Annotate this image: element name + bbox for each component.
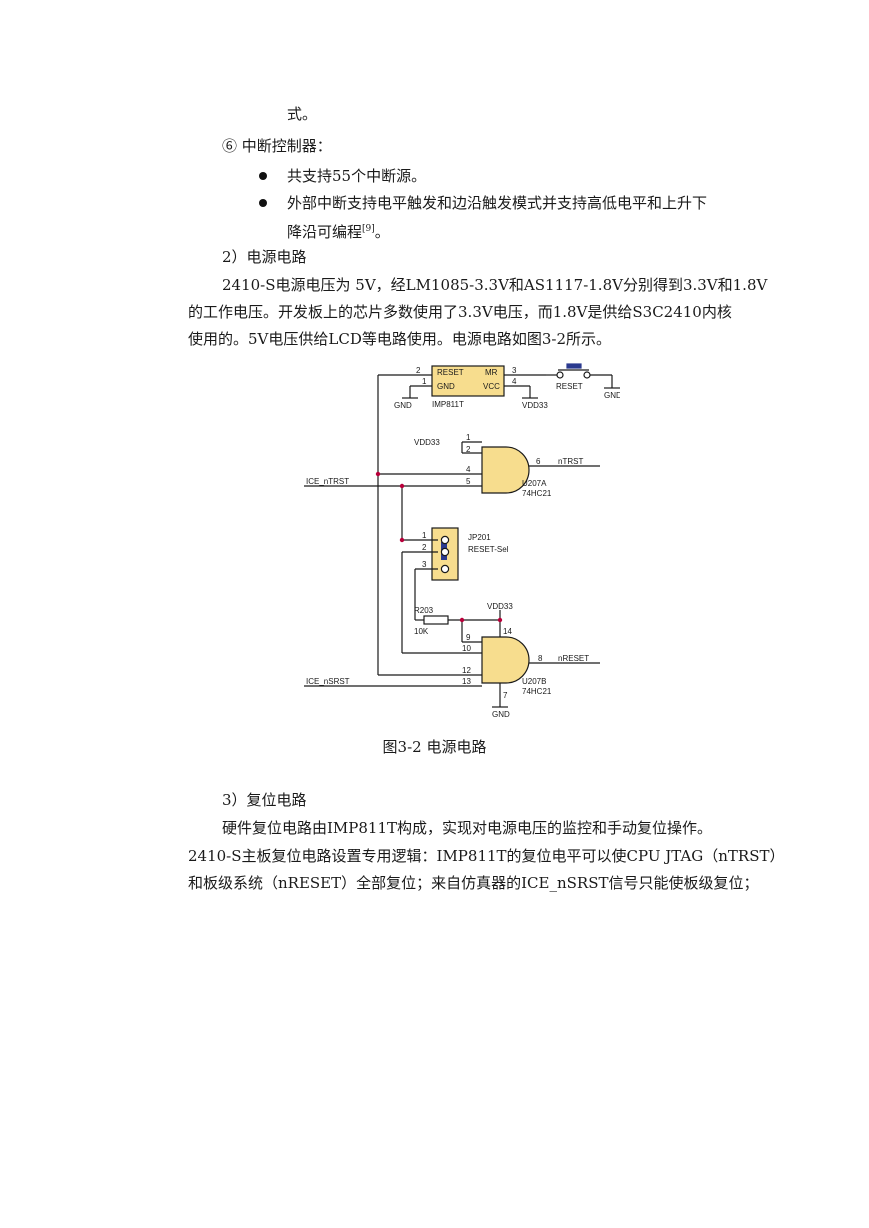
switch-label: RESET	[556, 382, 583, 391]
bullet-text: 降沿可编程	[287, 223, 363, 241]
pin-number: 2	[466, 445, 471, 454]
pin-number: 5	[466, 477, 471, 486]
gnd-label: GND	[492, 710, 510, 719]
paragraph-line: 使用的。5V电压供给LCD等电路使用。电源电路如图3-2所示。	[188, 330, 611, 348]
paragraph-line: 硬件复位电路由IMP811T构成，实现对电源电压的监控和手动复位操作。	[222, 819, 713, 837]
vdd-label: VDD33	[522, 401, 548, 410]
power-circuit-schematic: RESET MR GND VCC IMP811T 2 1 3 4 GND VDD…	[304, 363, 620, 719]
figure-caption: 图3-2 电源电路	[382, 738, 487, 756]
ic-name: IMP811T	[432, 400, 464, 409]
section-heading-reset: 3）复位电路	[222, 791, 307, 809]
resistor-value: 10K	[414, 627, 429, 636]
text-line: 式。	[287, 105, 318, 123]
pin-number: 4	[512, 377, 517, 386]
bullet-item: 外部中断支持电平触发和边沿触发模式并支持高低电平和上升下	[287, 194, 708, 212]
ic-pin-label: RESET	[437, 368, 464, 377]
paragraph-line: 的工作电压。开发板上的芯片多数使用了3.3V电压，而1.8V是供给S3C2410…	[188, 303, 732, 321]
pin-number: 1	[422, 377, 427, 386]
paragraph-line: 和板级系统（nRESET）全部复位；来自仿真器的ICE_nSRST信号只能使板级…	[188, 874, 759, 892]
paragraph-line: 2410-S电源电压为 5V，经LM1085-3.3V和AS1117-1.8V分…	[222, 276, 768, 294]
bullet-text-end: 。	[374, 223, 390, 241]
pin-number: 6	[536, 457, 541, 466]
bullet-item: 共支持55个中断源。	[287, 167, 427, 185]
citation-ref: [9]	[362, 224, 375, 234]
gate-part: 74HC21	[522, 687, 552, 696]
resistor-name: R203	[414, 606, 434, 615]
pin-number: 4	[466, 465, 471, 474]
gate-name: U207B	[522, 677, 546, 686]
jumper-name: JP201	[468, 533, 491, 542]
vdd-label: VDD33	[487, 602, 513, 611]
ic-pin-label: MR	[485, 368, 498, 377]
pin-number: 1	[466, 433, 471, 442]
net-label: nTRST	[558, 457, 583, 466]
pin-number: 14	[503, 627, 512, 636]
net-label: nRESET	[558, 654, 589, 663]
pin-number: 8	[538, 654, 543, 663]
pin-number: 1	[422, 531, 427, 540]
section-heading-power: 2）电源电路	[222, 248, 307, 266]
vdd-label: VDD33	[414, 438, 440, 447]
pin-number: 3	[512, 366, 517, 375]
pin-number: 2	[416, 366, 421, 375]
net-label: ICE_nSRST	[306, 677, 350, 686]
jumper-desc: RESET-Sel	[468, 545, 509, 554]
list-heading-interrupt-controller: ⑥ 中断控制器：	[222, 137, 332, 155]
gnd-label: GND	[604, 391, 620, 400]
net-label: ICE_nTRST	[306, 477, 349, 486]
pin-number: 3	[422, 560, 427, 569]
bullet-item-continuation: 降沿可编程[9]。	[287, 218, 390, 243]
pin-number: 7	[503, 691, 508, 700]
pin-number: 12	[462, 666, 471, 675]
ic-pin-label: VCC	[483, 382, 500, 391]
bullet-dot	[259, 172, 267, 180]
pin-number: 9	[466, 633, 471, 642]
bullet-dot	[259, 199, 267, 207]
pin-number: 13	[462, 677, 471, 686]
pin-number: 2	[422, 543, 427, 552]
pin-number: 10	[462, 644, 471, 653]
gnd-label: GND	[394, 401, 412, 410]
gate-part: 74HC21	[522, 489, 552, 498]
paragraph-line: 2410-S主板复位电路设置专用逻辑：IMP811T的复位电平可以使CPU JT…	[188, 847, 785, 865]
ic-pin-label: GND	[437, 382, 455, 391]
gate-name: U207A	[522, 479, 547, 488]
